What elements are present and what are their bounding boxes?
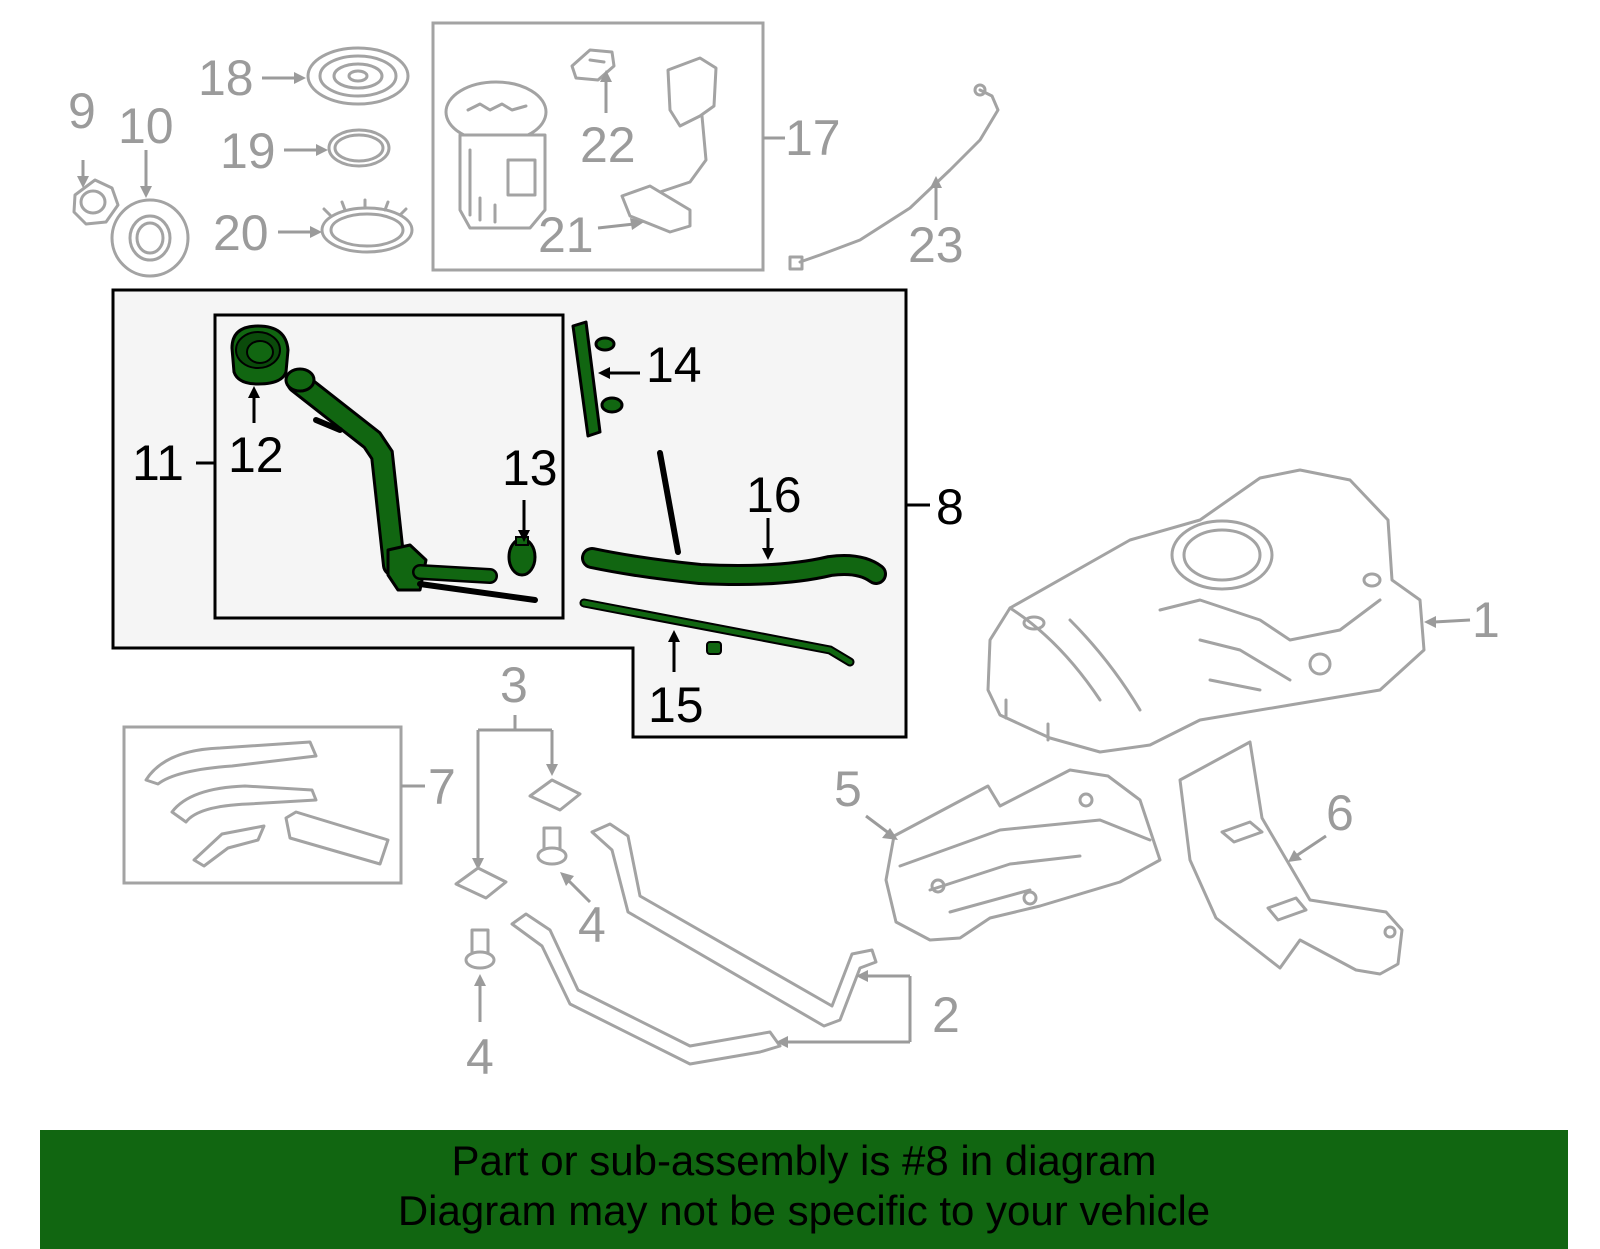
part-9-cap	[72, 178, 120, 226]
arrow-16	[762, 548, 774, 560]
callout-12: 12	[228, 427, 284, 483]
callout-15: 15	[648, 677, 704, 733]
arrow-2b	[776, 1036, 788, 1048]
callout-22: 22	[580, 117, 636, 173]
callout-18: 18	[198, 50, 254, 106]
part-23-vent-line	[788, 83, 1000, 271]
part-10-housing	[110, 198, 190, 278]
part-1-fuel-tank	[986, 468, 1426, 754]
part-12-filler-neck-cap	[230, 324, 290, 386]
part-11-filler-pipe	[284, 367, 538, 603]
arrow-22	[600, 70, 612, 82]
callout-4b: 4	[466, 1029, 494, 1085]
callout-17: 17	[785, 110, 841, 166]
arrow-18	[294, 72, 306, 84]
arrow-12	[248, 386, 260, 398]
leader-4a	[566, 878, 592, 904]
arrow-3a	[472, 858, 484, 870]
part-3-clip-nut	[454, 778, 582, 900]
arrow-21	[630, 218, 644, 230]
leader-1	[1433, 618, 1471, 624]
leader-3	[476, 715, 554, 862]
part-15-vent-line	[579, 598, 855, 667]
callout-7: 7	[428, 759, 456, 815]
part-19-o-ring	[327, 128, 391, 168]
callout-19: 19	[220, 123, 276, 179]
part-17-fuel-pump-module	[444, 80, 548, 230]
leader-2	[786, 974, 912, 1044]
part-4-bolt	[464, 826, 568, 970]
callout-11: 11	[132, 435, 184, 491]
callout-1: 1	[1472, 592, 1500, 648]
callout-10: 10	[118, 98, 174, 154]
arrow-6	[1288, 850, 1302, 862]
callout-13: 13	[502, 440, 558, 496]
callout-20: 20	[213, 205, 269, 261]
arrow-20	[310, 226, 322, 238]
callout-4a: 4	[578, 897, 606, 953]
part-18-seal-plate	[306, 46, 410, 106]
part-14-vent-tube	[571, 320, 624, 438]
callout-8: 8	[936, 479, 964, 535]
arrow-2a	[856, 970, 868, 982]
arrow-1	[1424, 616, 1436, 628]
arrow-4a	[560, 872, 574, 886]
arrow-15	[668, 630, 680, 642]
callout-2: 2	[932, 987, 960, 1043]
arrow-14	[598, 367, 610, 379]
callout-21: 21	[538, 207, 594, 263]
part-5-heat-shield	[884, 768, 1162, 942]
arrow-9	[77, 176, 89, 188]
leader-6	[1295, 834, 1327, 858]
part-22-clip	[570, 48, 616, 82]
banner-line-1: Part or sub-assembly is #8 in diagram	[451, 1137, 1157, 1184]
arrow-10	[140, 186, 152, 198]
arrow-19	[316, 144, 328, 156]
part-6-heat-shield	[1178, 740, 1404, 976]
part-7-heat-shields	[144, 740, 390, 868]
part-13-hose-clamp	[507, 536, 537, 577]
notice-banner: Part or sub-assembly is #8 in diagram Di…	[40, 1130, 1568, 1249]
callout-6: 6	[1326, 785, 1354, 841]
callout-16: 16	[746, 467, 802, 523]
part-16-fill-hose	[581, 450, 887, 586]
callout-9: 9	[68, 83, 96, 139]
arrow-13	[518, 530, 530, 542]
leader-21	[597, 222, 635, 230]
banner-line-2: Diagram may not be specific to your vehi…	[397, 1187, 1211, 1234]
part-20-lock-ring	[320, 198, 414, 254]
arrow-3b	[546, 764, 558, 776]
callout-3: 3	[500, 657, 528, 713]
leader-5	[865, 814, 891, 836]
arrow-4b	[474, 974, 486, 986]
callout-14: 14	[646, 337, 702, 393]
callout-23: 23	[908, 217, 964, 273]
part-2-tank-straps	[510, 822, 878, 1066]
callout-5: 5	[834, 761, 862, 817]
arrow-23	[930, 176, 942, 188]
part-21-level-sender	[620, 56, 718, 234]
arrow-5	[882, 828, 898, 840]
